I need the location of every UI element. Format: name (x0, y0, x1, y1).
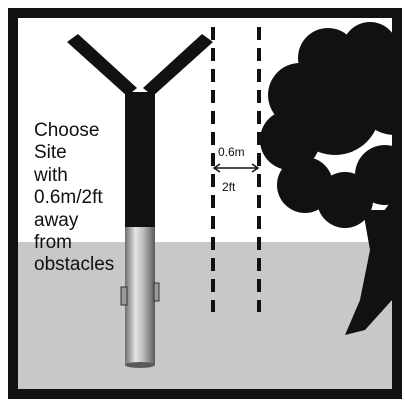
instruction-line: from (34, 232, 134, 254)
instruction-line: 0.6m/2ft (34, 187, 134, 209)
instruction-line: obstacles (34, 254, 134, 276)
instruction-line: Choose (34, 120, 134, 142)
instruction-line: away (34, 210, 134, 232)
distance-metric-label: 0.6m (218, 145, 245, 159)
instruction-line: Site (34, 142, 134, 164)
distance-imperial-label: 2ft (222, 180, 235, 194)
instruction-text: Choose Site with 0.6m/2ft away from obst… (34, 120, 134, 277)
instruction-line: with (34, 165, 134, 187)
clearance-arrow (214, 164, 258, 172)
